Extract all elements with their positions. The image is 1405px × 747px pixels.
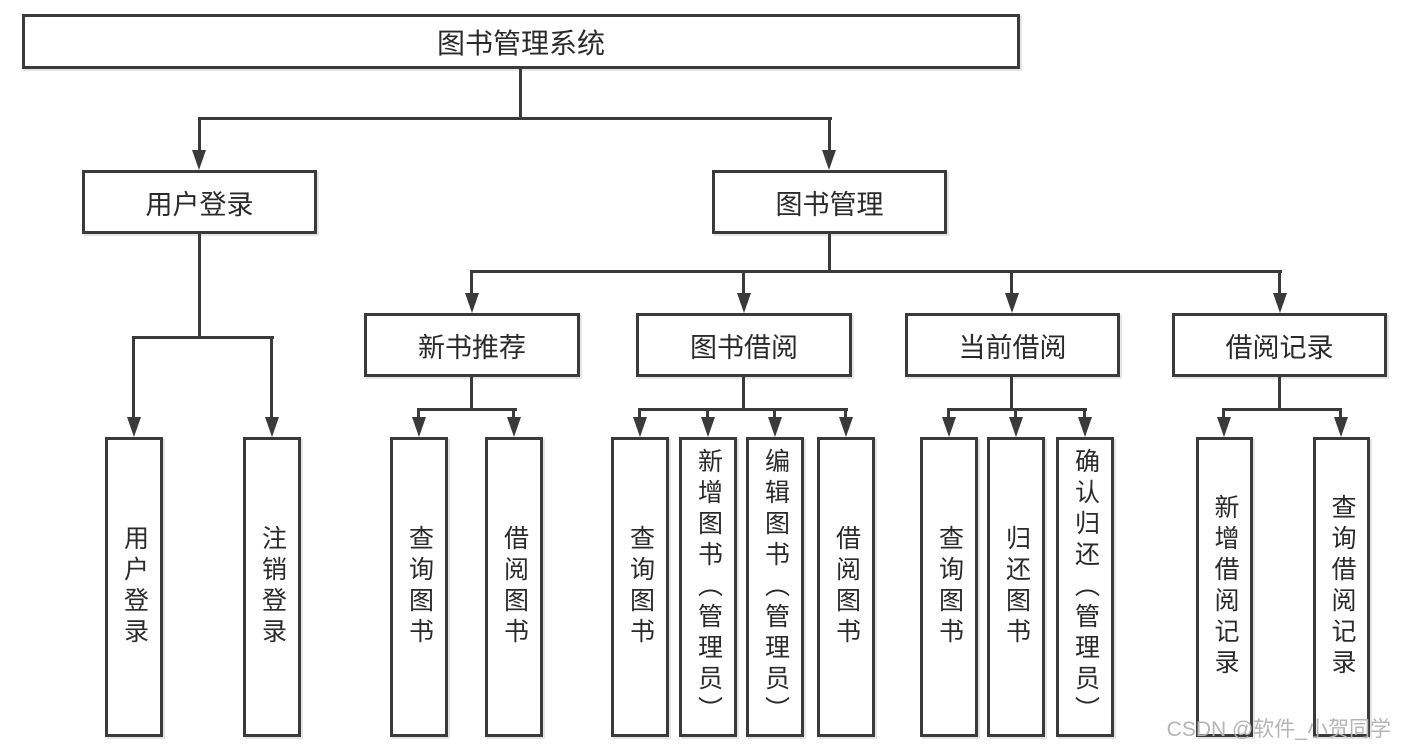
- arrowhead-nbr-leaf2: [507, 417, 521, 437]
- connector-to-user-login: [198, 117, 201, 155]
- arrowhead-cb-leaf1: [942, 417, 956, 437]
- connector-to-leaf-logout: [270, 336, 273, 421]
- connector-user-login-split: [132, 336, 274, 339]
- leaf-user-login: 用户登录: [105, 437, 163, 737]
- connector-book-mgmt-split: [470, 270, 1282, 273]
- arrowhead-leaf-user-login: [127, 417, 141, 437]
- arrowhead-borrow-records: [1273, 293, 1287, 313]
- node-book-borrowing: 图书借阅: [636, 313, 852, 377]
- leaf-confirm-return-admin: 确认归还（管理员）: [1056, 437, 1114, 737]
- arrowhead-book-borrow: [737, 293, 751, 313]
- connector-current-borrow-split: [947, 408, 1087, 411]
- connector-new-book-rec-stem: [470, 377, 473, 411]
- connector-to-leaf-user-login: [132, 336, 135, 421]
- connector-bb-leaf3: [773, 408, 776, 422]
- connector-to-book-borrow: [742, 270, 745, 298]
- connector-cb-leaf1: [947, 408, 950, 422]
- connector-new-book-rec-split: [417, 408, 517, 411]
- connector-bb-leaf2: [706, 408, 709, 422]
- leaf-query-borrow-record: 查询借阅记录: [1313, 437, 1370, 737]
- arrowhead-leaf-logout: [265, 417, 279, 437]
- node-library-management-system: 图书管理系统: [22, 14, 1020, 69]
- arrowhead-current-borrow: [1005, 293, 1019, 313]
- connector-nbr-leaf1: [417, 408, 420, 422]
- node-book-management: 图书管理: [712, 170, 947, 234]
- node-borrowing-records: 借阅记录: [1172, 313, 1387, 377]
- connector-book-borrow-stem: [742, 377, 745, 411]
- connector-user-login-stem: [198, 234, 201, 339]
- connector-borrow-records-stem: [1278, 377, 1281, 411]
- connector-cb-leaf3: [1083, 408, 1086, 422]
- connector-borrow-records-split: [1222, 408, 1342, 411]
- connector-book-mgmt-stem: [828, 234, 831, 273]
- arrowhead-new-book-rec: [465, 293, 479, 313]
- leaf-add-borrow-record: 新增借阅记录: [1196, 437, 1253, 737]
- connector-cb-leaf2: [1014, 408, 1017, 422]
- arrowhead-cb-leaf3: [1078, 417, 1092, 437]
- arrowhead-bb-leaf1: [633, 417, 647, 437]
- arrowhead-br-leaf1: [1217, 417, 1231, 437]
- arrowhead-bb-leaf2: [701, 417, 715, 437]
- arrowhead-user-login: [192, 150, 206, 170]
- leaf-query-books-borrowing: 查询图书: [611, 437, 669, 737]
- connector-to-new-book-rec: [470, 270, 473, 298]
- arrowhead-book-mgmt: [822, 150, 836, 170]
- connector-to-borrow-records: [1278, 270, 1281, 298]
- csdn-watermark: CSDN @软件_小贺同学: [1166, 718, 1391, 741]
- leaf-logout: 注销登录: [243, 437, 301, 737]
- leaf-borrow-books: 借阅图书: [817, 437, 875, 737]
- arrowhead-nbr-leaf1: [412, 417, 426, 437]
- node-current-borrowing: 当前借阅: [905, 313, 1120, 377]
- node-user-login: 用户登录: [82, 170, 317, 234]
- connector-root-split: [198, 117, 832, 120]
- connector-current-borrow-stem: [1010, 377, 1013, 411]
- arrowhead-cb-leaf2: [1009, 417, 1023, 437]
- connector-book-borrow-split: [638, 408, 848, 411]
- leaf-query-books-current: 查询图书: [920, 437, 978, 737]
- node-new-book-recommendation: 新书推荐: [364, 313, 580, 377]
- arrowhead-bb-leaf4: [839, 417, 853, 437]
- connector-br-leaf2: [1339, 408, 1342, 422]
- leaf-borrow-books-recommend: 借阅图书: [485, 437, 543, 737]
- connector-bb-leaf4: [844, 408, 847, 422]
- leaf-edit-books-admin: 编辑图书（管理员）: [746, 437, 804, 737]
- leaf-query-books-recommend: 查询图书: [390, 437, 448, 737]
- arrowhead-bb-leaf3: [768, 417, 782, 437]
- connector-br-leaf1: [1222, 408, 1225, 422]
- connector-root-stem: [519, 68, 522, 118]
- connector-to-book-mgmt: [828, 117, 831, 155]
- leaf-return-books: 归还图书: [987, 437, 1045, 737]
- arrowhead-br-leaf2: [1334, 417, 1348, 437]
- connector-nbr-leaf2: [512, 408, 515, 422]
- connector-to-current-borrow: [1010, 270, 1013, 298]
- leaf-add-books-admin: 新增图书（管理员）: [679, 437, 737, 737]
- connector-bb-leaf1: [638, 408, 641, 422]
